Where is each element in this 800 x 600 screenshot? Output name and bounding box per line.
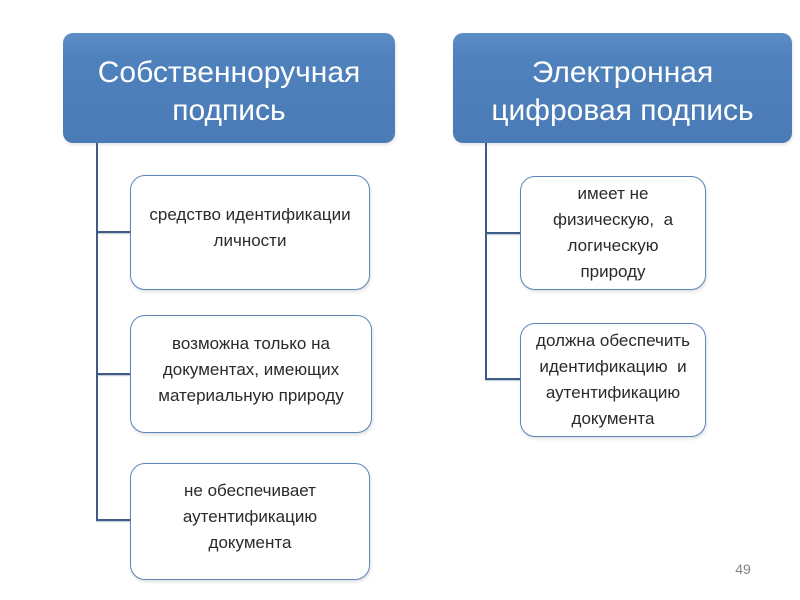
node-text-line: логическую bbox=[567, 236, 659, 255]
node-logical-nature: имеет не физическую, а логическую природ… bbox=[520, 176, 706, 290]
node-text-line: документа bbox=[208, 532, 292, 552]
connector-stub bbox=[96, 231, 130, 233]
header-box-digital-signature: Электронная цифровая подпись bbox=[453, 33, 792, 143]
connector-vertical-left bbox=[96, 143, 98, 521]
connector-stub bbox=[485, 378, 520, 380]
node-text-line: аутентификацию bbox=[545, 383, 681, 402]
header-box-handwritten-signature: Собственноручная подпись bbox=[63, 33, 395, 143]
node-text-line: должна обеспечить bbox=[536, 331, 690, 350]
node-text-line: аутентификацию bbox=[182, 506, 318, 526]
node-identification-authentication: должна обеспечить идентификацию и аутент… bbox=[520, 323, 706, 437]
node-text-line: физическую, а bbox=[552, 210, 674, 229]
connector-stub bbox=[485, 232, 520, 234]
connector-vertical-right bbox=[485, 143, 487, 380]
header-label: Собственноручная подпись bbox=[97, 56, 361, 127]
node-text-line: возможна только на bbox=[172, 334, 330, 353]
node-text-line: документах, имеющих bbox=[162, 360, 340, 379]
node-text-line: имеет не bbox=[577, 184, 649, 203]
node-text-line: личности bbox=[213, 230, 287, 250]
page-number: 49 bbox=[735, 561, 751, 577]
connector-stub bbox=[96, 373, 130, 375]
node-material-documents-only: возможна только на документах, имеющих м… bbox=[130, 315, 372, 433]
node-text-line: документа bbox=[571, 409, 655, 428]
node-text-line: природу bbox=[580, 262, 646, 281]
header-label: Электронная цифровая подпись bbox=[491, 56, 754, 127]
node-identification-means: средство идентификации личности bbox=[130, 175, 370, 290]
node-no-authentication: не обеспечивает аутентификацию документа bbox=[130, 463, 370, 580]
node-text-line: средство идентификации bbox=[149, 204, 351, 224]
node-text-line: не обеспечивает bbox=[184, 480, 316, 500]
node-text-line: материальную природу bbox=[158, 386, 344, 405]
node-text-line: идентификацию и bbox=[539, 357, 687, 376]
connector-stub bbox=[96, 519, 130, 521]
